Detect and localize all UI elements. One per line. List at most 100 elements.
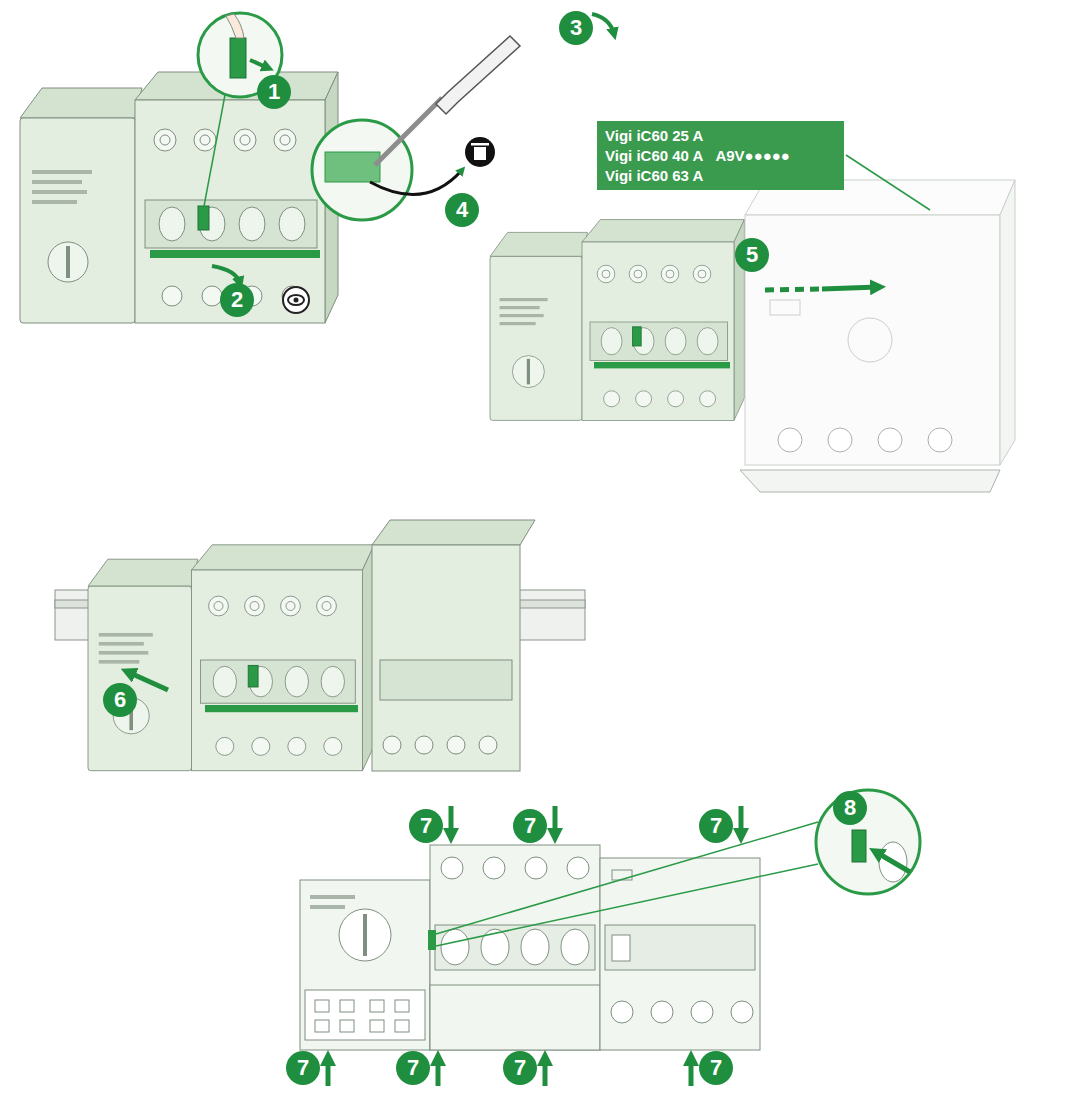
- aux-terminal: [370, 1020, 384, 1032]
- screwdriver-handle: [436, 36, 520, 114]
- callout-number: 7: [699, 1051, 733, 1085]
- eye-shape: [288, 295, 304, 305]
- test-button: [612, 935, 630, 961]
- vigi-window: [770, 300, 800, 315]
- callout-text: 5: [746, 244, 758, 266]
- callout-number: 5: [735, 238, 769, 272]
- terminal: [778, 428, 802, 452]
- slide-arrow: [822, 287, 878, 289]
- callout-disc: [286, 1051, 320, 1085]
- product-label: Vigi iC60 25 AVigi iC60 40 AVigi iC60 63…: [597, 121, 844, 190]
- zoom-leader: [204, 95, 225, 206]
- callout-disc: [699, 809, 733, 843]
- device-after: [490, 220, 744, 421]
- mount-arrow: [128, 672, 168, 690]
- terminal: [651, 1001, 673, 1023]
- toggle-row: [380, 660, 512, 700]
- vigi-dial: [848, 318, 892, 362]
- tighten-arrow: [436, 1058, 441, 1086]
- screwdriver-shaft: [375, 98, 442, 165]
- callout-disc: [396, 1051, 430, 1085]
- toggle: [521, 929, 549, 965]
- callout-text: 7: [710, 1057, 722, 1079]
- callout-disc: [735, 238, 769, 272]
- callout-disc: [699, 1051, 733, 1085]
- tighten-arrow: [689, 1058, 694, 1086]
- terminal: [878, 428, 902, 452]
- callout-text: 3: [570, 17, 582, 39]
- vigi-window: [612, 870, 632, 880]
- bin-lid: [471, 143, 489, 146]
- callout-disc: [257, 75, 291, 109]
- bin-shape: [474, 147, 486, 160]
- callout-disc: [513, 809, 547, 843]
- terminal: [415, 736, 433, 754]
- terminal: [828, 428, 852, 452]
- breaker-lower: [430, 985, 600, 1050]
- callout-number: 4: [445, 193, 479, 227]
- toggle-row: [435, 925, 595, 970]
- connection-comb: [740, 470, 1000, 492]
- zoom-circle: [816, 790, 920, 894]
- dial-slot: [363, 914, 367, 956]
- terminal: [611, 1001, 633, 1023]
- callout-number: 2: [220, 283, 254, 317]
- print-mark: [310, 905, 345, 909]
- terminal: [383, 736, 401, 754]
- callout-text: 7: [514, 1057, 526, 1079]
- vigi-side: [1000, 180, 1015, 465]
- rotate-arrow: [212, 266, 240, 283]
- callout-disc: [559, 11, 593, 45]
- toggle: [441, 929, 469, 965]
- print-mark: [310, 895, 355, 899]
- callout-number: 8: [833, 791, 867, 825]
- cover-plate: [325, 152, 380, 182]
- product-reference: Vigi iC60 25 A: [605, 126, 703, 146]
- dial: [339, 909, 391, 961]
- aux-terminal: [370, 1000, 384, 1012]
- callout-text: 7: [524, 815, 536, 837]
- eye-icon: [283, 287, 309, 313]
- leader-line: [846, 155, 930, 210]
- callout-text: 7: [407, 1057, 419, 1079]
- product-reference: Vigi iC60 40 A: [605, 146, 703, 166]
- aux-terminal: [340, 1000, 354, 1012]
- vigi-module: [372, 545, 520, 771]
- clip-zoomed: [852, 830, 866, 862]
- terminal: [525, 857, 547, 879]
- callout-number: 3: [559, 11, 593, 45]
- terminal: [928, 428, 952, 452]
- device-on-rail: [88, 545, 374, 771]
- tighten-arrow: [543, 1058, 548, 1086]
- callout-disc: [445, 193, 479, 227]
- toggle: [561, 929, 589, 965]
- terminal: [483, 857, 505, 879]
- terminal: [441, 857, 463, 879]
- terminal: [479, 736, 497, 754]
- vigi-ghost: [745, 215, 1000, 465]
- aux-terminal: [395, 1000, 409, 1012]
- finger: [226, 14, 244, 38]
- callout-text: 7: [420, 815, 432, 837]
- callout-number: 6: [103, 683, 137, 717]
- toggle: [481, 929, 509, 965]
- tighten-arrow: [739, 806, 744, 836]
- clip: [428, 930, 436, 950]
- product-reference: A9V●●●●●: [715, 146, 789, 166]
- toggle-row: [605, 925, 755, 970]
- tighten-arrow: [326, 1058, 331, 1086]
- aux-terminal: [315, 1020, 329, 1032]
- vigi-front: [600, 858, 760, 1050]
- terminal: [567, 857, 589, 879]
- callout-number: 7: [699, 809, 733, 843]
- discard-arrow: [370, 170, 462, 195]
- slide-arrow-dashed: [765, 289, 822, 290]
- callout-text: 7: [297, 1057, 309, 1079]
- zoom-leader: [436, 822, 818, 934]
- callout-text: 6: [114, 689, 126, 711]
- callout-text: 8: [844, 797, 856, 819]
- callout-disc: [833, 791, 867, 825]
